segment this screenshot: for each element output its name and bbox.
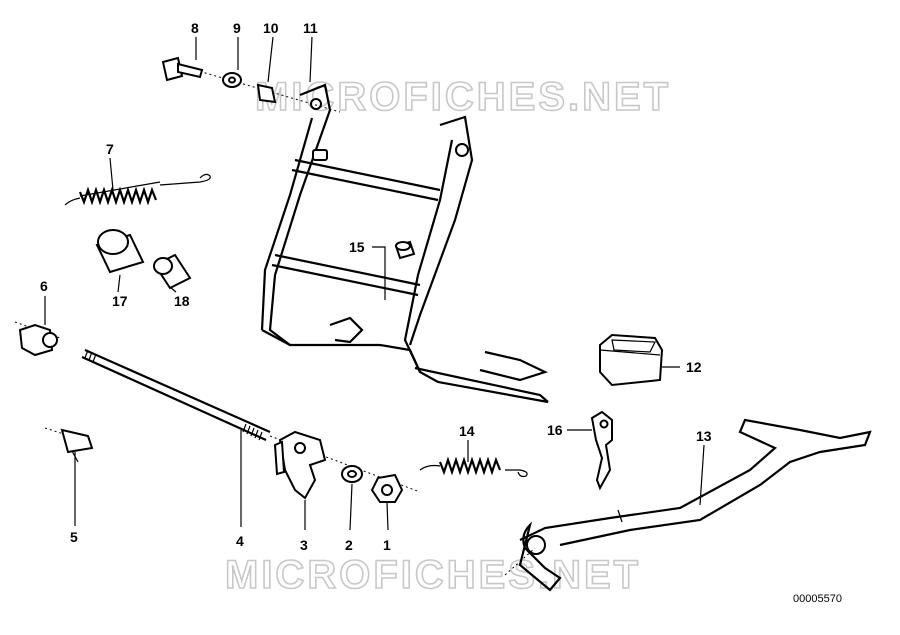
rubber-pad xyxy=(599,333,664,387)
callout-5: 5 xyxy=(70,529,78,545)
watermark-top: MICROFICHES.NET xyxy=(255,75,671,119)
callout-15: 15 xyxy=(349,239,365,255)
axle-assembly xyxy=(14,321,421,493)
callout-3: 3 xyxy=(300,537,308,553)
callout-8: 8 xyxy=(191,20,199,36)
callout-7: 7 xyxy=(106,141,114,157)
reference-number: 00005570 xyxy=(793,593,842,605)
side-stand-lever xyxy=(504,418,872,592)
callout-13: 13 xyxy=(696,428,712,444)
leader-lines xyxy=(44,36,705,531)
switch-bracket xyxy=(590,410,613,491)
callout-6: 6 xyxy=(40,278,48,294)
callout-10: 10 xyxy=(263,20,279,36)
callout-9: 9 xyxy=(233,20,241,36)
callout-16: 16 xyxy=(547,422,563,438)
callout-2: 2 xyxy=(345,537,353,553)
callout-12: 12 xyxy=(686,359,702,375)
callout-17: 17 xyxy=(112,293,128,309)
spring-lower xyxy=(419,456,528,478)
callout-4: 4 xyxy=(236,533,244,549)
callout-1: 1 xyxy=(383,537,391,553)
bracket-washer-nut xyxy=(273,430,404,503)
callout-11: 11 xyxy=(303,20,318,36)
watermark-bottom: MICROFICHES.NET xyxy=(225,553,641,597)
bushings xyxy=(95,229,192,290)
spring-upper xyxy=(64,173,211,206)
bolt-stack xyxy=(161,56,341,113)
callout-14: 14 xyxy=(459,423,475,439)
callouts: 1 2 3 4 5 6 7 8 9 10 11 12 13 14 15 16 1… xyxy=(40,20,712,553)
rubber-stop xyxy=(394,240,416,260)
callout-18: 18 xyxy=(174,293,190,309)
